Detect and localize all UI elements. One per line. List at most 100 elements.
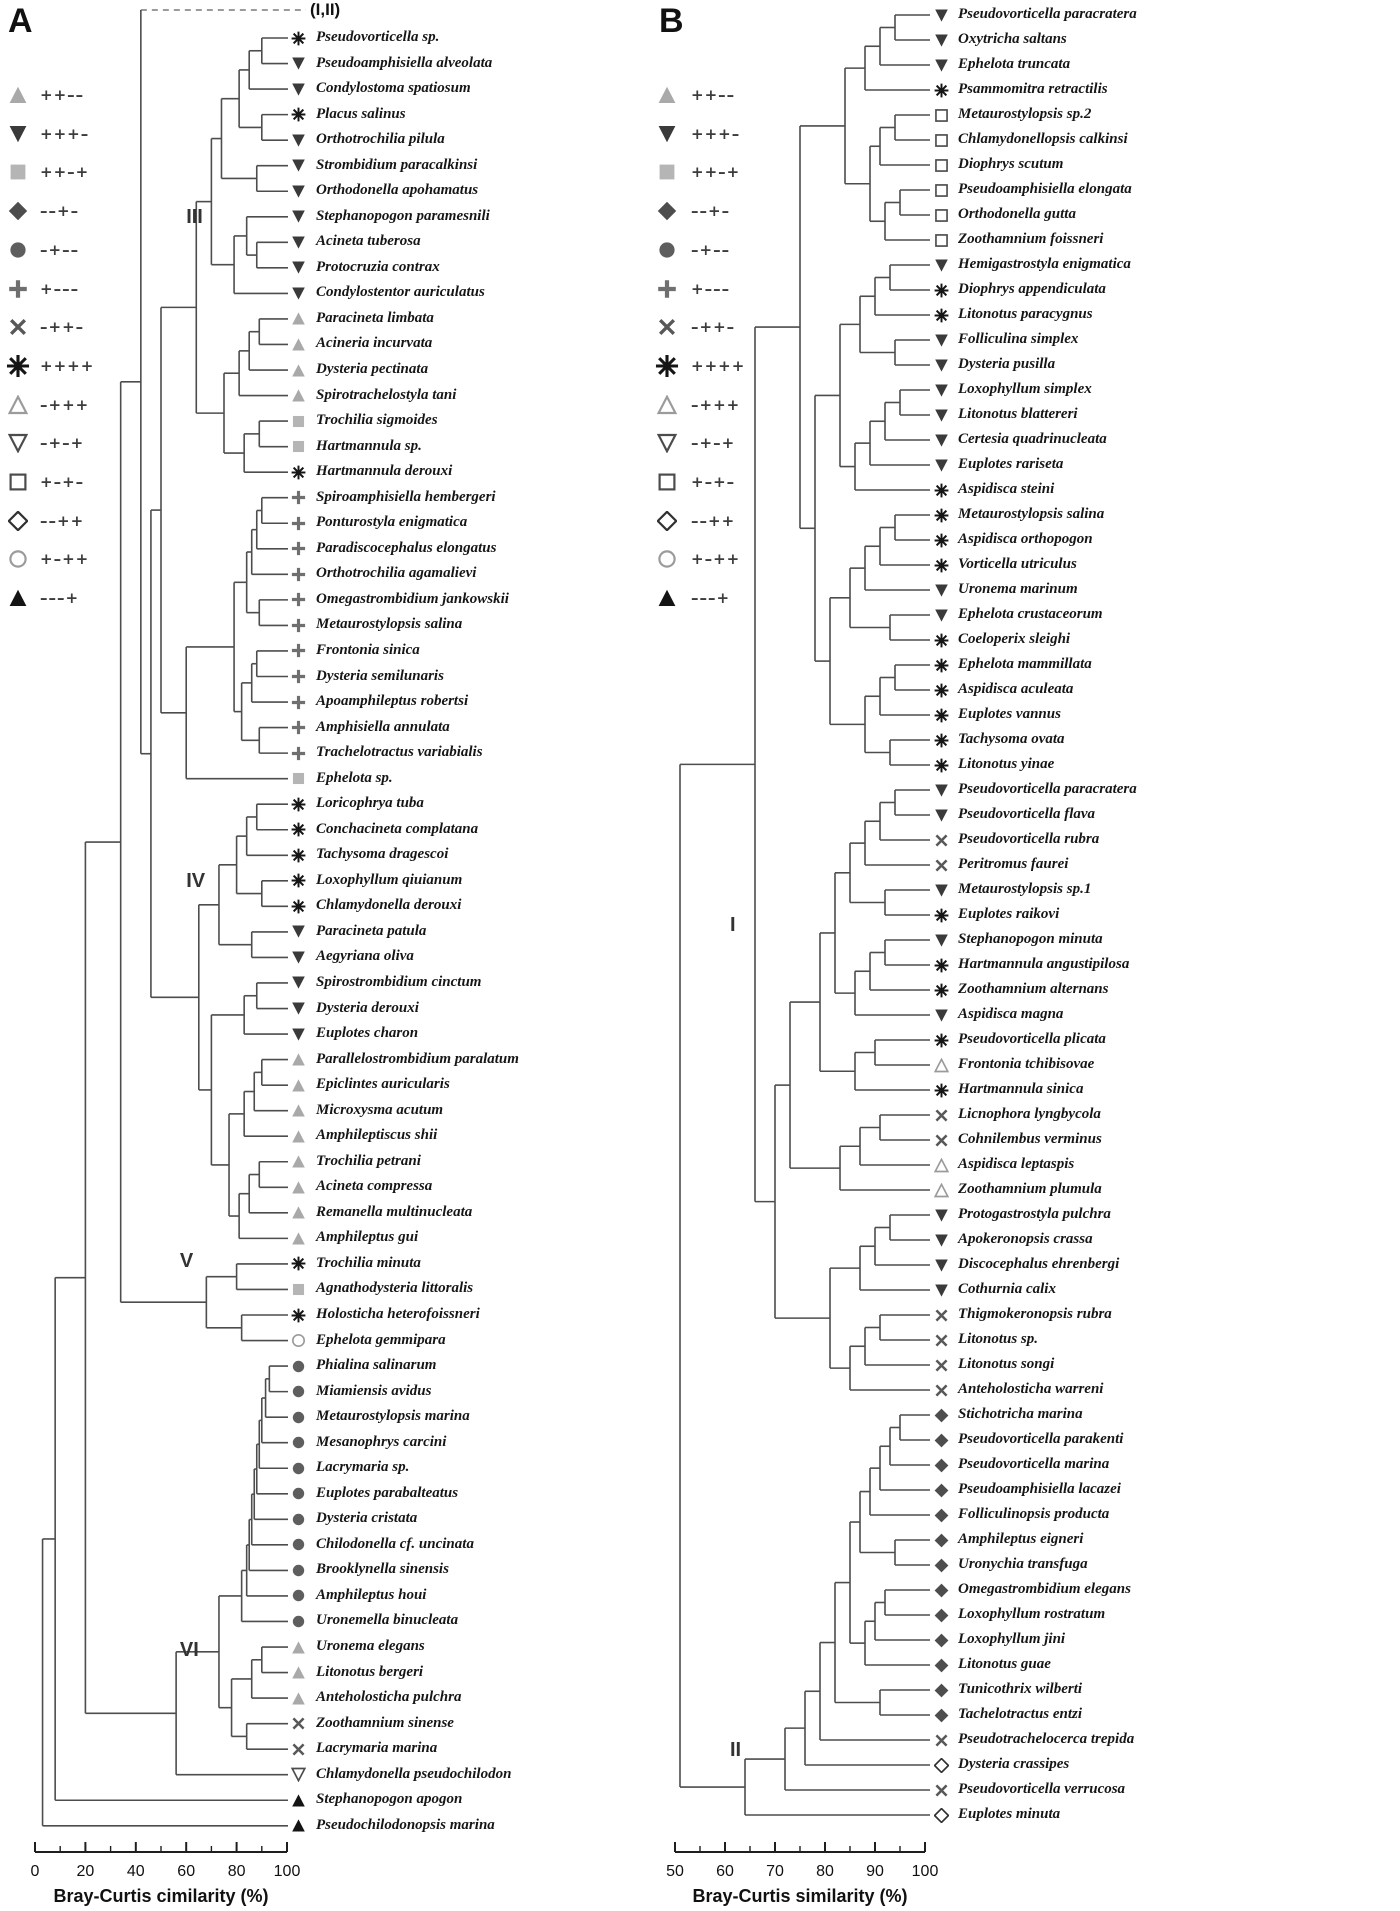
species-name: Amphileptus eigneri [958, 1531, 1084, 1547]
tri-up-gray-icon [291, 312, 305, 325]
legend-code: ++–– [40, 86, 85, 104]
tri-down-dark-icon [291, 134, 305, 147]
species-name: Dysteria pusilla [958, 356, 1056, 372]
legend-code: –+++ [691, 395, 741, 414]
circle-dark-icon [292, 1564, 304, 1577]
species-name: Brooklynella sinensis [316, 1561, 449, 1578]
asterisk-icon [291, 1308, 305, 1322]
species-name: Pseudovorticella marina [958, 1456, 1110, 1472]
asterisk-icon [291, 873, 305, 888]
square-gray-icon [10, 164, 26, 180]
tri-down-dark-icon [658, 125, 676, 142]
species-name: Loxophyllum jini [958, 1631, 1066, 1647]
asterisk-icon [291, 797, 305, 812]
tri-down-dark-icon [934, 1009, 948, 1022]
tri-up-black-icon [658, 589, 676, 607]
diamond-open-icon [933, 1757, 949, 1773]
species-name: Aegyriana oliva [316, 948, 414, 965]
legend-code: –+–– [691, 240, 731, 259]
asterisk-icon [934, 908, 948, 922]
plus-dark-icon [291, 593, 305, 607]
tri-down-dark-icon [934, 1234, 948, 1247]
species-name: Lacrymaria sp. [316, 1459, 410, 1476]
species-name: Amphileptus houi [316, 1586, 427, 1603]
square-open-icon [934, 133, 948, 147]
diamond-dark-icon [934, 1708, 948, 1722]
cross-dark-icon [934, 833, 948, 847]
tri-down-dark-icon [934, 359, 948, 372]
legend-code: ––+– [40, 202, 80, 221]
legend-code: ++–+ [691, 163, 741, 182]
cross-dark-icon [934, 858, 948, 872]
species-name: Metaurostylopsis salina [316, 616, 463, 633]
circle-dark-icon [10, 242, 26, 258]
cross-dark-icon [934, 1333, 948, 1347]
species-name: Remanella multinucleata [316, 1203, 473, 1220]
species-name: Litonotus guae [958, 1656, 1051, 1672]
tri-up-gray-icon [291, 1181, 305, 1194]
square-gray-icon [292, 1283, 304, 1296]
species-name: Trochilia minuta [316, 1254, 421, 1271]
species-name: Stephanopogon apogon [316, 1791, 463, 1808]
axis-tick-label: 0 [31, 1863, 40, 1880]
square-open-icon [934, 108, 948, 122]
axis-tick-label: 100 [912, 1863, 939, 1880]
species-name: Paradiscocephalus elongatus [316, 539, 497, 556]
tri-up-open-icon [657, 394, 677, 414]
legend-code: +–+– [40, 473, 85, 491]
circle-dark-icon [292, 1411, 304, 1423]
axis-tick-label: 60 [716, 1863, 734, 1880]
species-name: Aspidisca aculeata [958, 681, 1074, 697]
tri-down-dark-icon [291, 83, 305, 96]
species-name: Pseudovorticella verrucosa [958, 1781, 1126, 1797]
circle-open-icon [9, 550, 27, 569]
axis-tick-label: 80 [228, 1863, 246, 1880]
tri-up-gray-icon [291, 338, 305, 351]
legend-code: ––++ [691, 511, 736, 530]
species-name: Uronemella binucleata [316, 1612, 459, 1629]
species-name: Zoothamnium alternans [958, 981, 1109, 997]
legend-code: +–+– [691, 473, 736, 491]
species-name: Aspidisca steini [958, 481, 1055, 497]
plus-dark-icon [291, 720, 305, 735]
species-name: Pseudovorticella rubra [958, 831, 1100, 847]
species-name: Anteholosticha warreni [958, 1381, 1104, 1397]
plus-dark-icon [291, 542, 305, 556]
species-name: Pseudovorticella parakenti [958, 1431, 1124, 1447]
diamond-open-icon [657, 510, 677, 531]
legend-code: +++– [40, 124, 90, 143]
species-name: Tachysoma dragescoi [316, 846, 449, 863]
plus-dark-icon [291, 491, 305, 505]
species-name: Ephelota sp. [316, 769, 393, 786]
legend-code: ++–– [691, 86, 736, 104]
species-name: Hemigastrostyla enigmatica [958, 256, 1131, 272]
species-name: Dysteria cristata [316, 1510, 418, 1527]
asterisk-icon [934, 708, 948, 722]
species-name: Stichotricha marina [958, 1406, 1083, 1422]
species-name: Agnathodysteria littoralis [316, 1280, 474, 1297]
tri-down-dark-icon [9, 125, 27, 142]
tri-down-dark-icon [291, 236, 305, 249]
species-name: Protocruzia contrax [316, 258, 440, 275]
asterisk-icon [291, 107, 305, 122]
legend-code: –+–– [40, 240, 80, 259]
tri-down-dark-icon [934, 609, 948, 622]
species-name: Amphileptus gui [316, 1229, 419, 1246]
legend-code: –++– [40, 318, 85, 337]
species-name: Pseudovorticella sp. [316, 29, 440, 45]
asterisk-icon [655, 354, 679, 377]
asterisk-icon [934, 283, 948, 297]
tri-down-open-icon [290, 1767, 306, 1783]
species-name: Diophrys scutum [958, 156, 1064, 172]
axis-tick-label: 50 [666, 1863, 684, 1880]
species-name: Orthotrochilia pilula [316, 131, 445, 148]
tri-down-dark-icon [291, 57, 305, 70]
cross-dark-icon [291, 1717, 305, 1730]
species-name: Holosticha heterofoissneri [316, 1306, 480, 1322]
species-name: Euplotes minuta [958, 1806, 1061, 1822]
tri-down-open-icon [8, 434, 28, 454]
legend-code: ++–+ [40, 163, 90, 182]
species-name: Trochilia sigmoides [316, 412, 438, 429]
species-name: Ephelota crustaceorum [958, 606, 1103, 622]
axis-tick-label: 100 [274, 1863, 301, 1880]
